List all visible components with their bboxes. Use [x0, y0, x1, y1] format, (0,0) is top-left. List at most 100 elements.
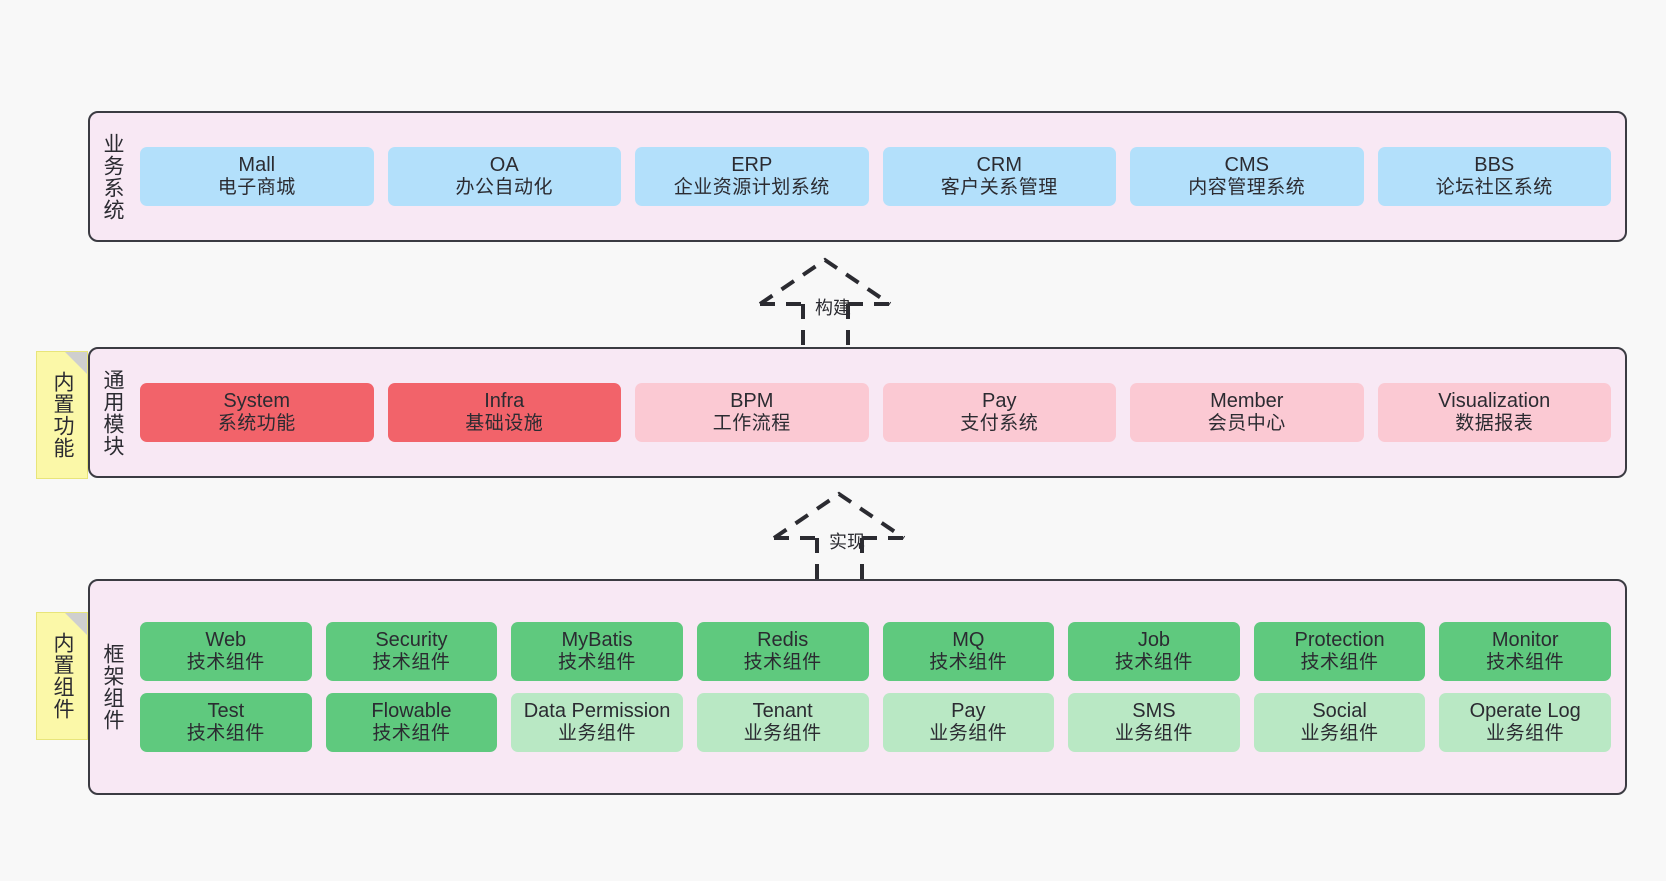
- node-tenant[interactable]: Tenant 业务组件: [696, 693, 869, 752]
- layer-title-common-modules: 通用模块: [100, 368, 124, 457]
- note-builtin-features: 内置功能: [36, 351, 88, 479]
- node-pay-module[interactable]: Pay 支付系统: [882, 383, 1116, 442]
- arrow-build: 构建: [758, 257, 938, 348]
- node-visualization[interactable]: Visualization 数据报表: [1377, 383, 1611, 442]
- node-en: Tenant: [752, 700, 813, 722]
- node-en: Social: [1312, 700, 1367, 722]
- node-cn: 业务组件: [743, 723, 822, 744]
- node-infra[interactable]: Infra 基础设施: [387, 383, 621, 442]
- node-en: BPM: [730, 390, 774, 413]
- node-en: MyBatis: [561, 629, 633, 652]
- node-pay-component[interactable]: Pay 业务组件: [882, 693, 1055, 752]
- node-cn: 业务组件: [1114, 723, 1193, 744]
- node-web[interactable]: Web 技术组件: [140, 622, 312, 681]
- note-fold-corner-icon: [65, 613, 87, 635]
- node-cn: 客户关系管理: [940, 177, 1058, 199]
- node-en: Redis: [757, 629, 809, 652]
- layer-business-systems: 业务系统 Mall 电子商城 OA 办公自动化 ERP 企业资源计划系统 CRM…: [88, 111, 1627, 242]
- node-cms[interactable]: CMS 内容管理系统: [1130, 147, 1364, 206]
- node-cn: 业务组件: [1486, 723, 1565, 744]
- node-flowable[interactable]: Flowable 技术组件: [325, 693, 498, 752]
- node-en: MQ: [952, 629, 985, 652]
- layer-title-business-systems: 业务系统: [100, 132, 124, 221]
- node-monitor[interactable]: Monitor 技术组件: [1439, 622, 1611, 681]
- node-cn: 办公自动化: [455, 177, 553, 199]
- node-en: Mall: [238, 154, 276, 177]
- node-en: CRM: [976, 154, 1023, 177]
- node-cn: 会员中心: [1207, 413, 1286, 435]
- node-security[interactable]: Security 技术组件: [325, 622, 498, 681]
- node-cn: 技术组件: [558, 652, 637, 674]
- layer-common-modules: 通用模块 System 系统功能 Infra 基础设施 BPM 工作流程 Pay…: [88, 347, 1627, 478]
- framework-row-business: Test 技术组件 Flowable 技术组件 Data Permission …: [140, 693, 1611, 752]
- note-builtin-components: 内置组件: [36, 612, 88, 740]
- node-redis[interactable]: Redis 技术组件: [696, 622, 869, 681]
- node-mall[interactable]: Mall 电子商城: [140, 147, 374, 206]
- node-en: ERP: [731, 154, 773, 177]
- node-mq[interactable]: MQ 技术组件: [882, 622, 1055, 681]
- node-social[interactable]: Social 业务组件: [1253, 693, 1426, 752]
- node-cn: 电子商城: [217, 177, 296, 199]
- layer-body-framework-components: Web 技术组件 Security 技术组件 MyBatis 技术组件 Redi…: [134, 581, 1625, 793]
- node-en: Flowable: [371, 700, 452, 722]
- node-en: System: [223, 390, 291, 413]
- node-en: CMS: [1224, 154, 1269, 177]
- node-cn: 技术组件: [372, 652, 451, 674]
- node-member[interactable]: Member 会员中心: [1130, 383, 1364, 442]
- node-en: Data Permission: [523, 700, 671, 722]
- layer-title-framework-components: 框架组件: [100, 643, 124, 731]
- node-operate-log[interactable]: Operate Log 业务组件: [1439, 693, 1611, 752]
- node-cn: 技术组件: [1300, 652, 1379, 674]
- node-job[interactable]: Job 技术组件: [1068, 622, 1240, 681]
- node-cn: 技术组件: [929, 652, 1008, 674]
- node-en: Job: [1137, 629, 1171, 652]
- node-cn: 基础设施: [465, 413, 544, 435]
- node-test[interactable]: Test 技术组件: [140, 693, 312, 752]
- node-en: Pay: [982, 390, 1017, 413]
- node-system[interactable]: System 系统功能: [140, 383, 374, 442]
- node-cn: 论坛社区系统: [1435, 177, 1553, 199]
- node-protection[interactable]: Protection 技术组件: [1253, 622, 1426, 681]
- node-en: Test: [207, 700, 245, 722]
- node-cn: 系统功能: [217, 413, 296, 435]
- node-en: Web: [205, 629, 247, 652]
- node-cn: 技术组件: [743, 652, 822, 674]
- node-bpm[interactable]: BPM 工作流程: [635, 383, 869, 442]
- node-oa[interactable]: OA 办公自动化: [387, 147, 621, 206]
- node-en: Pay: [951, 700, 986, 722]
- node-en: Monitor: [1491, 629, 1559, 652]
- node-en: Operate Log: [1469, 700, 1581, 722]
- node-bbs[interactable]: BBS 论坛社区系统: [1377, 147, 1611, 206]
- node-en: OA: [489, 154, 519, 177]
- node-en: BBS: [1474, 154, 1515, 177]
- node-cn: 支付系统: [960, 413, 1039, 435]
- node-cn: 内容管理系统: [1188, 177, 1306, 199]
- node-cn: 技术组件: [186, 723, 265, 744]
- note-label: 内置组件: [50, 632, 74, 720]
- node-en: Protection: [1294, 629, 1385, 652]
- node-en: SMS: [1132, 700, 1176, 722]
- node-cn: 业务组件: [1300, 723, 1379, 744]
- node-crm[interactable]: CRM 客户关系管理: [882, 147, 1116, 206]
- node-erp[interactable]: ERP 企业资源计划系统: [635, 147, 869, 206]
- node-cn: 技术组件: [372, 723, 451, 744]
- node-cn: 技术组件: [186, 652, 265, 674]
- layer-body-common-modules: System 系统功能 Infra 基础设施 BPM 工作流程 Pay 支付系统…: [134, 349, 1625, 476]
- framework-row-tech: Web 技术组件 Security 技术组件 MyBatis 技术组件 Redi…: [140, 622, 1611, 681]
- node-en: Visualization: [1438, 390, 1551, 413]
- node-cn: 业务组件: [558, 723, 637, 744]
- node-cn: 工作流程: [712, 413, 791, 435]
- note-label: 内置功能: [50, 371, 74, 459]
- node-data-permission[interactable]: Data Permission 业务组件: [511, 693, 683, 752]
- arrow-implement: 实现: [772, 491, 952, 580]
- node-cn: 技术组件: [1486, 652, 1565, 674]
- layer-framework-components: 框架组件 Web 技术组件 Security 技术组件 MyBatis 技术组件…: [88, 579, 1627, 795]
- arrow-implement-label: 实现: [829, 532, 865, 552]
- node-en: Infra: [484, 390, 525, 413]
- node-sms[interactable]: SMS 业务组件: [1068, 693, 1240, 752]
- node-mybatis[interactable]: MyBatis 技术组件: [511, 622, 683, 681]
- arrow-build-label: 构建: [815, 298, 851, 318]
- node-cn: 数据报表: [1455, 413, 1534, 435]
- node-cn: 业务组件: [929, 723, 1008, 744]
